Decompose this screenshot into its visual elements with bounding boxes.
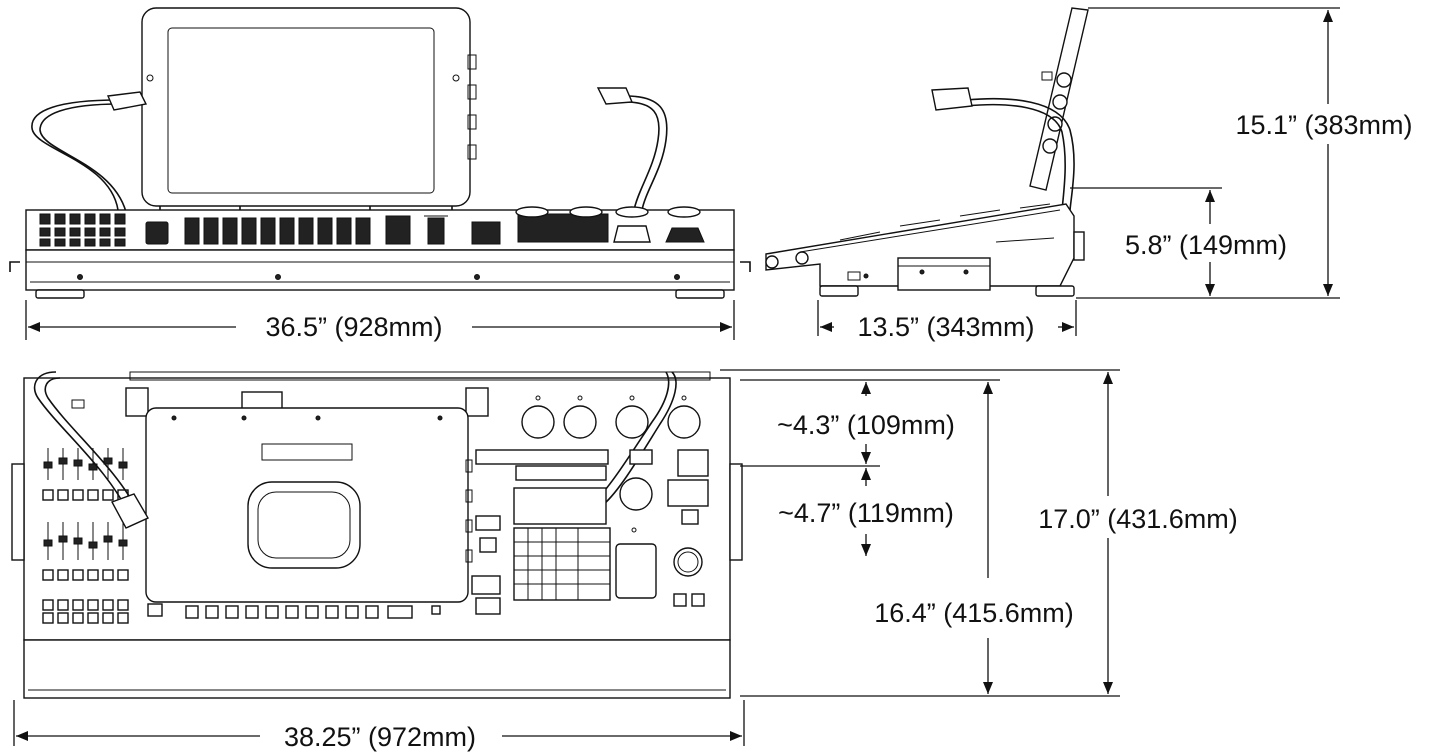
top-bottom-button-row xyxy=(147,603,441,619)
side-drawer xyxy=(897,257,991,291)
top-left-lamp xyxy=(33,371,133,521)
top-width-dimension: 38.25” (972mm) xyxy=(13,700,745,752)
top-depth-full-label: 17.0” (431.6mm) xyxy=(1038,504,1238,534)
top-fader-bank-lower xyxy=(42,522,129,624)
top-depth-dimensions: ~4.3” (109mm) ~4.7” (119mm) 17.0” (431.6… xyxy=(720,369,1238,697)
top-monitor-hinge-left xyxy=(125,387,149,417)
front-width-label: 36.5” (928mm) xyxy=(265,312,442,342)
front-center-button-row xyxy=(145,215,448,245)
top-monitor-label-plate xyxy=(261,443,353,461)
top-side-handle-right xyxy=(729,463,743,561)
front-left-lamp xyxy=(31,99,119,211)
side-view: 13.5” (343mm) 15.1” (383mm) 5.8” (149mm) xyxy=(765,7,1426,342)
front-left-button-grid xyxy=(39,213,126,247)
top-width-label: 38.25” (972mm) xyxy=(284,722,476,752)
top-offset-b-label: ~4.7” (119mm) xyxy=(778,498,954,528)
front-console-rail xyxy=(25,249,735,291)
top-keypad xyxy=(513,527,611,601)
top-fader-bank-upper xyxy=(42,448,129,501)
top-trackpad xyxy=(257,491,351,559)
side-lamp xyxy=(965,97,1075,211)
front-foot-left xyxy=(35,289,85,299)
top-right-lamp xyxy=(603,371,677,505)
top-front-rail xyxy=(23,639,731,699)
front-right-controls xyxy=(471,206,705,245)
top-knobs xyxy=(521,395,703,577)
front-monitor-screen xyxy=(167,27,435,194)
top-offset-a-label: ~4.3” (109mm) xyxy=(777,410,955,440)
side-deck-height-label: 5.8” (149mm) xyxy=(1125,230,1287,260)
side-depth-label: 13.5” (343mm) xyxy=(857,312,1034,342)
top-right-button-clusters xyxy=(471,449,709,615)
top-view: ~4.3” (109mm) ~4.7” (119mm) 17.0” (431.6… xyxy=(11,369,1238,752)
side-foot-right xyxy=(1035,285,1075,297)
side-height-dimensions: 15.1” (383mm) 5.8” (149mm) xyxy=(1070,7,1426,299)
front-width-dimension: 36.5” (928mm) xyxy=(25,300,735,342)
top-touchpad xyxy=(615,543,657,599)
side-depth-dimension: 13.5” (343mm) xyxy=(817,300,1077,342)
top-trackpad-surround xyxy=(247,481,361,569)
top-monitor-hinge-right xyxy=(465,387,489,417)
front-monitor-frame xyxy=(141,7,471,207)
side-total-height-label: 15.1” (383mm) xyxy=(1235,110,1412,140)
side-foot-left xyxy=(819,285,859,297)
front-view: 36.5” (928mm) xyxy=(9,7,751,342)
front-foot-right xyxy=(675,289,725,299)
front-right-lamp xyxy=(625,95,668,211)
top-depth-body-label: 16.4” (415.6mm) xyxy=(874,598,1074,628)
top-side-handle-left xyxy=(11,463,25,561)
